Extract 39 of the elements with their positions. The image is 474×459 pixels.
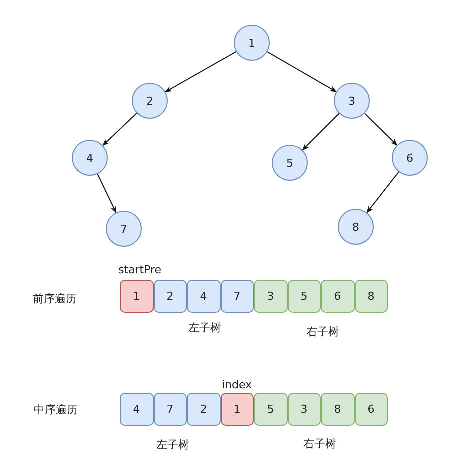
array-cell: 4 xyxy=(120,393,154,426)
array-cell: 8 xyxy=(354,280,388,313)
array-cell: 4 xyxy=(187,280,220,313)
arrow xyxy=(97,174,117,214)
array-cell: 5 xyxy=(254,393,288,426)
array-cell: 8 xyxy=(321,393,354,426)
array-cell: 3 xyxy=(288,393,321,426)
subtree-label: 右子树 xyxy=(306,324,340,340)
row-label: 前序遍历 xyxy=(33,292,77,306)
array-cell: 7 xyxy=(220,280,254,313)
array-cell: 6 xyxy=(321,280,354,313)
array-cell: 1 xyxy=(220,393,254,426)
array-cell: 2 xyxy=(154,280,187,313)
arrow xyxy=(102,112,138,146)
subtree-label: 右子树 xyxy=(304,436,336,452)
subtree-label: 左子树 xyxy=(188,320,222,336)
arrow xyxy=(364,113,398,146)
tree-node-circle: 5 xyxy=(272,145,308,181)
array-cell: 2 xyxy=(187,393,220,426)
arrow xyxy=(267,52,338,92)
tree-node-circle: 1 xyxy=(234,25,270,61)
arrow xyxy=(302,113,340,151)
pointer-label: index xyxy=(222,378,252,392)
tree-node-circle: 2 xyxy=(132,83,168,119)
tree-node-circle: 4 xyxy=(72,140,108,176)
row-label: 中序遍历 xyxy=(34,402,78,418)
tree-node-circle: 7 xyxy=(106,211,142,247)
arrow xyxy=(366,172,400,214)
tree-node-circle: 3 xyxy=(334,83,370,119)
array-cell: 1 xyxy=(120,280,154,313)
arrow xyxy=(165,51,237,93)
tree-node-circle: 8 xyxy=(338,209,374,245)
array-cell: 7 xyxy=(154,393,187,426)
array-cell: 5 xyxy=(288,280,321,313)
pointer-label: startPre xyxy=(118,264,162,276)
array-cell: 6 xyxy=(354,393,388,426)
subtree-label: 左子树 xyxy=(156,438,190,452)
array-cell: 3 xyxy=(254,280,288,313)
tree-node-circle: 6 xyxy=(392,140,428,176)
